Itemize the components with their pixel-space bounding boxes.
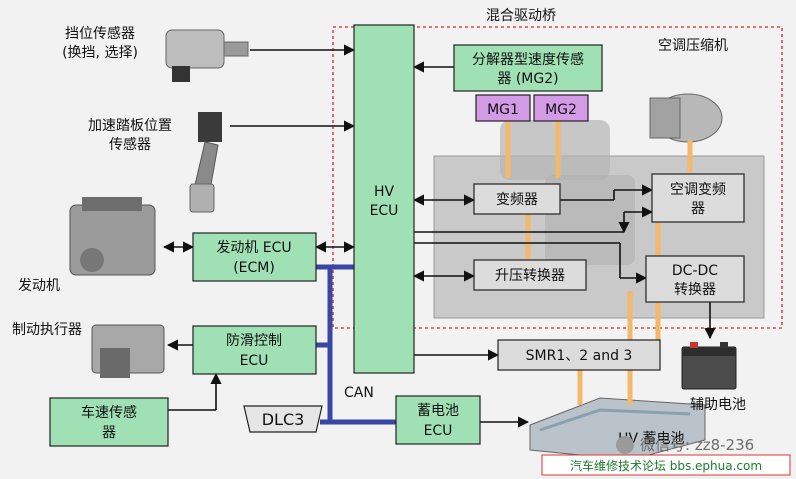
brake-actuator-icon (91, 324, 165, 378)
mg1-label: MG1 (487, 102, 519, 118)
engine-icon (69, 197, 156, 276)
forum-watermark: 汽车维修技术论坛 bbs.ephua.com (570, 458, 762, 473)
ac-compressor-icon (649, 93, 723, 143)
dcdc-block: DC-DC 转换器 (645, 255, 745, 303)
engine-label: 发动机 (18, 278, 60, 294)
mg1-block: MG1 (475, 94, 531, 122)
shift-sensor-icon (165, 29, 249, 82)
speed-sensor-block: 车速传感 器 (49, 397, 169, 447)
hv-battery-label: HV 蓄电池 (618, 431, 685, 447)
ac-inverter-label-line1: 空调变频 (670, 182, 726, 198)
ac-compressor-label: 空调压缩机 (658, 38, 728, 54)
mg2-label: MG2 (545, 102, 577, 118)
watermark: 微信号: zz8-236 汽车维修技术论坛 bbs.ephua.com (541, 436, 791, 476)
skid-ecu-label-line1: 防滑控制 (226, 332, 282, 349)
inverter-label: 变频器 (496, 192, 538, 208)
can-bus (316, 264, 396, 425)
hybrid-transaxle-label: 混合驱动桥 (486, 8, 556, 24)
dcdc-label-line2: 转换器 (674, 281, 716, 298)
shift-sensor-label-line2: (换挡, 选择) (62, 44, 138, 61)
hv-ecu-label-line2: ECU (370, 203, 399, 219)
speed-sensor-label-line1: 车速传感 (81, 404, 137, 421)
dlc3-connector: DLC3 (243, 405, 323, 433)
battery-ecu-label-line2: ECU (424, 423, 453, 439)
boost-converter-block: 升压转换器 (473, 259, 587, 291)
dcdc-label-line1: DC-DC (672, 263, 718, 279)
inverter-block: 变频器 (473, 183, 561, 215)
hv-ecu-label-line1: HV (374, 184, 395, 200)
smr-block: SMR1、2 and 3 (497, 339, 661, 371)
accelerator-pedal-icon (189, 112, 222, 213)
skid-ecu-label-line2: ECU (240, 353, 269, 369)
ac-inverter-label-line2: 器 (691, 201, 705, 217)
wechat-watermark: 微信号: zz8-236 (640, 436, 754, 454)
engine-ecu-block: 发动机 ECU (ECM) (192, 232, 317, 282)
battery-ecu-block: 蓄电池 ECU (395, 395, 481, 445)
battery-ecu-label-line1: 蓄电池 (417, 403, 459, 419)
aux-battery-label: 辅助电池 (690, 397, 746, 413)
hv-ecu-block: HV ECU (353, 24, 415, 374)
engine-ecu-label-line1: 发动机 ECU (216, 240, 291, 256)
aux-battery-icon (681, 342, 737, 390)
dlc3-label: DLC3 (262, 410, 305, 429)
ac-inverter-block: 空调变频 器 (651, 173, 745, 223)
smr-label: SMR1、2 and 3 (526, 348, 633, 364)
shift-sensor-label-line1: 挡位传感器 (65, 25, 135, 42)
hv-battery-icon (529, 397, 706, 461)
engine-ecu-label-line2: (ECM) (233, 260, 275, 276)
resolver-block: 分解器型速度传感 器 (MG2) (453, 44, 603, 92)
accel-sensor-label-line1: 加速踏板位置 (88, 118, 172, 134)
mg2-block: MG2 (533, 94, 589, 122)
accel-sensor-label-line2: 传感器 (109, 136, 151, 153)
hybrid-transaxle-boundary (332, 26, 783, 329)
signal-lines (162, 44, 716, 428)
skid-control-ecu-block: 防滑控制 ECU (192, 325, 317, 375)
can-label: CAN (344, 385, 374, 401)
resolver-label-line2: 器 (MG2) (497, 71, 558, 87)
boost-converter-label: 升压转换器 (495, 267, 565, 284)
power-lines (505, 117, 693, 405)
brake-actuator-label: 制动执行器 (12, 322, 82, 338)
speed-sensor-label-line2: 器 (102, 425, 116, 441)
wechat-icon (616, 436, 634, 454)
resolver-label-line1: 分解器型速度传感 (472, 51, 584, 68)
